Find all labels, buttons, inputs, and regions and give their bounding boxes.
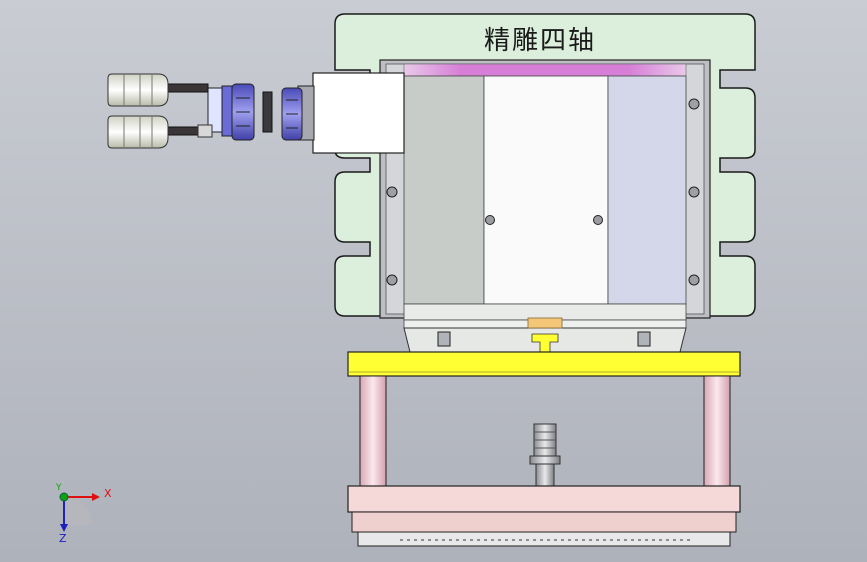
pink-base: [347, 485, 741, 547]
frame-hole: [688, 186, 700, 198]
z-axis-label: Z: [59, 532, 67, 545]
rotary-disc: [403, 317, 687, 353]
rotor-top-band: [403, 63, 687, 77]
connector-nut-left: [207, 83, 255, 141]
model-title: 精雕四轴: [483, 26, 596, 56]
cable-upper: [167, 83, 209, 93]
coordinate-triad: [59, 492, 100, 532]
y-axis-label: Y: [56, 483, 62, 493]
x-axis-label: X: [104, 487, 112, 500]
plug-lower: [107, 115, 169, 149]
seal-ring: [262, 91, 273, 133]
connector-housing: [312, 72, 405, 154]
left-pillar: [359, 375, 387, 487]
connector-nut-right: [281, 85, 315, 141]
spindle-body: [403, 75, 687, 321]
center-shaft: [529, 423, 561, 487]
frame-hole: [386, 186, 398, 198]
frame-hole: [386, 274, 398, 286]
right-pillar: [703, 375, 731, 487]
frame-hole: [688, 98, 700, 110]
y-axis-dot: [59, 492, 69, 502]
frame-hole: [688, 274, 700, 286]
plug-upper: [107, 73, 169, 107]
